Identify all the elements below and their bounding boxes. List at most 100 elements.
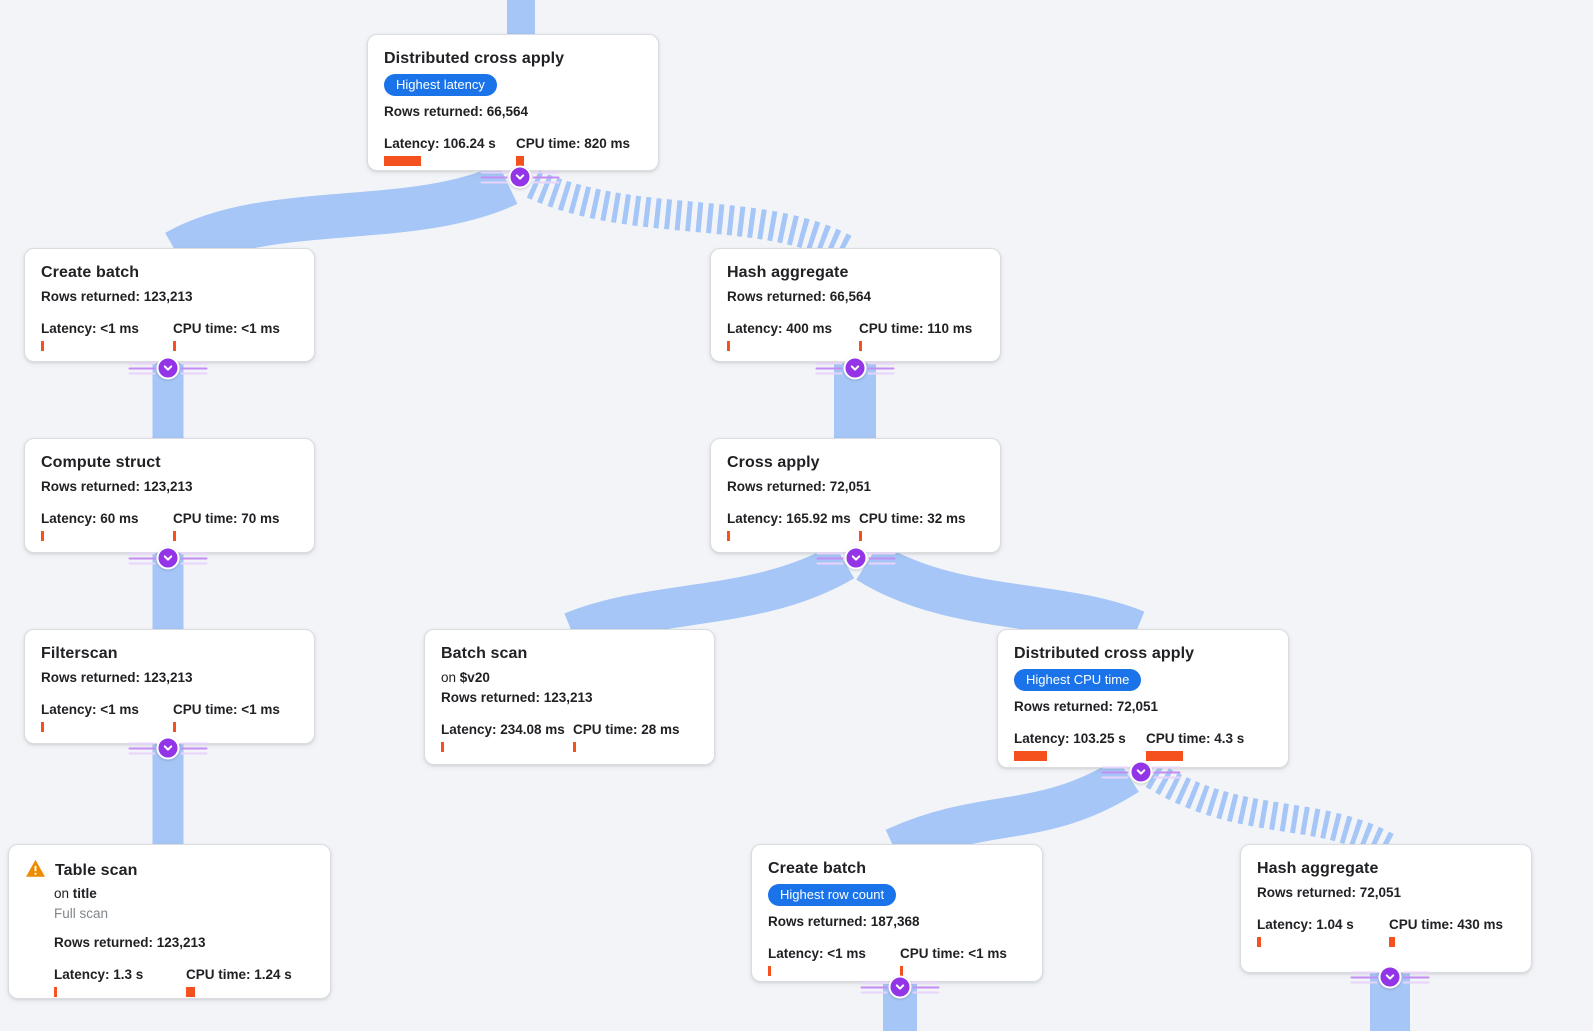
cpu-time-label: CPU time: <1 ms <box>173 702 280 717</box>
latency-bar <box>1014 751 1047 761</box>
latency-label: Latency: 103.25 s <box>1014 731 1126 746</box>
chevron-down-icon <box>508 165 532 189</box>
junction-lines <box>480 171 508 183</box>
latency-bar <box>727 531 730 541</box>
node-title: Filterscan <box>41 645 118 662</box>
cpu-time-bar <box>1146 751 1183 761</box>
cpu-time-bar <box>859 341 862 351</box>
collapse-button-hash-aggregate-2[interactable] <box>1350 965 1430 989</box>
plan-node-hash-aggregate-2[interactable]: Hash aggregate Rows returned: 72,051 Lat… <box>1240 844 1532 973</box>
rows-returned: Rows returned: 123,213 <box>41 289 193 304</box>
latency-bar <box>54 987 57 997</box>
junction-lines <box>180 362 208 374</box>
chevron-down-icon <box>156 546 180 570</box>
collapse-button-dca[interactable] <box>480 165 560 189</box>
plan-node-cross-apply[interactable]: Cross apply Rows returned: 72,051 Latenc… <box>710 438 1001 553</box>
rows-returned: Rows returned: 66,564 <box>384 104 529 119</box>
chevron-down-icon <box>156 736 180 760</box>
rows-returned: Rows returned: 66,564 <box>727 289 872 304</box>
collapse-button-compute-struct[interactable] <box>128 546 208 570</box>
scan-type: Full scan <box>54 906 109 921</box>
collapse-button-hash-aggregate[interactable] <box>815 356 895 380</box>
edge-dca-to-hash-aggregate-remote <box>526 170 854 264</box>
cpu-time-label: CPU time: 32 ms <box>859 511 966 526</box>
latency-bar <box>41 531 44 541</box>
cpu-time-bar <box>173 341 176 351</box>
junction-lines <box>1350 971 1378 983</box>
cpu-time-bar <box>186 987 195 997</box>
plan-node-batch-scan[interactable]: Batch scan on $v20 Rows returned: 123,21… <box>424 629 715 765</box>
cpu-time-label: CPU time: 28 ms <box>573 722 680 737</box>
rows-returned: Rows returned: 72,051 <box>1257 885 1402 900</box>
junction-lines <box>816 552 844 564</box>
cpu-time-label: CPU time: 110 ms <box>859 321 973 336</box>
cpu-time-bar <box>173 722 176 732</box>
plan-node-create-batch[interactable]: Create batch Rows returned: 123,213 Late… <box>24 248 315 362</box>
cpu-time-label: CPU time: 70 ms <box>173 511 280 526</box>
junction-lines <box>1153 766 1181 778</box>
edge-cross-apply-to-batch-scan <box>564 543 855 651</box>
plan-node-distributed-cross-apply-2[interactable]: Distributed cross apply Highest CPU time… <box>997 629 1289 768</box>
latency-label: Latency: 400 ms <box>727 321 833 336</box>
junction-lines <box>815 362 843 374</box>
collapse-button-dca-2[interactable] <box>1101 760 1181 784</box>
warning-icon <box>26 859 45 877</box>
latency-bar <box>727 341 730 351</box>
rows-returned: Rows returned: 123,213 <box>54 935 206 950</box>
cpu-time-label: CPU time: 430 ms <box>1389 917 1504 932</box>
latency-label: Latency: 60 ms <box>41 511 139 526</box>
junction-lines <box>1402 971 1430 983</box>
edge-dca-to-create-batch <box>165 163 518 272</box>
junction-lines <box>128 362 156 374</box>
cpu-time-label: CPU time: 820 ms <box>516 136 631 151</box>
latency-label: Latency: <1 ms <box>768 946 866 961</box>
collapse-button-create-batch-2[interactable] <box>860 975 940 999</box>
latency-label: Latency: 106.24 s <box>384 136 496 151</box>
rows-returned: Rows returned: 72,051 <box>727 479 872 494</box>
chevron-down-icon <box>843 356 867 380</box>
highest-cpu-time-badge: Highest CPU time <box>1014 669 1142 691</box>
rows-returned: Rows returned: 187,368 <box>768 914 920 929</box>
junction-lines <box>128 552 156 564</box>
latency-label: Latency: 1.04 s <box>1257 917 1354 932</box>
latency-label: Latency: 165.92 ms <box>727 511 851 526</box>
plan-node-compute-struct[interactable]: Compute struct Rows returned: 123,213 La… <box>24 438 315 553</box>
plan-node-hash-aggregate[interactable]: Hash aggregate Rows returned: 66,564 Lat… <box>710 248 1001 362</box>
latency-label: Latency: 234.08 ms <box>441 722 565 737</box>
junction-lines <box>860 981 888 993</box>
collapse-button-cross-apply[interactable] <box>816 546 896 570</box>
chevron-down-icon <box>1129 760 1153 784</box>
latency-label: Latency: <1 ms <box>41 702 139 717</box>
latency-bar <box>41 341 44 351</box>
latency-bar <box>768 966 771 976</box>
cpu-time-bar <box>516 156 524 166</box>
node-title: Create batch <box>768 860 867 877</box>
node-title: Hash aggregate <box>727 264 849 281</box>
rows-returned: Rows returned: 123,213 <box>441 690 593 705</box>
junction-lines <box>128 742 156 754</box>
junction-lines <box>180 742 208 754</box>
cpu-time-bar <box>1389 937 1395 947</box>
plan-node-create-batch-2[interactable]: Create batch Highest row count Rows retu… <box>751 844 1043 982</box>
node-title: Batch scan <box>441 645 528 662</box>
cpu-time-bar <box>859 531 862 541</box>
collapse-button-filterscan[interactable] <box>128 736 208 760</box>
highest-latency-badge: Highest latency <box>384 74 497 96</box>
latency-bar <box>384 156 421 166</box>
node-title: Table scan <box>55 862 138 879</box>
scan-target: on $v20 <box>441 670 490 685</box>
latency-bar <box>41 722 44 732</box>
rows-returned: Rows returned: 123,213 <box>41 670 193 685</box>
chevron-down-icon <box>844 546 868 570</box>
cpu-time-bar <box>173 531 176 541</box>
plan-node-distributed-cross-apply[interactable]: Distributed cross apply Highest latency … <box>367 34 659 171</box>
plan-node-filterscan[interactable]: Filterscan Rows returned: 123,213 Latenc… <box>24 629 315 744</box>
cpu-time-label: CPU time: <1 ms <box>173 321 280 336</box>
collapse-button-create-batch[interactable] <box>128 356 208 380</box>
node-title: Distributed cross apply <box>1014 645 1195 662</box>
node-title: Hash aggregate <box>1257 860 1379 877</box>
node-title: Cross apply <box>727 454 820 471</box>
plan-node-table-scan[interactable]: Table scan on title Full scan Rows retur… <box>8 844 331 999</box>
junction-lines <box>180 552 208 564</box>
rows-returned: Rows returned: 123,213 <box>41 479 193 494</box>
